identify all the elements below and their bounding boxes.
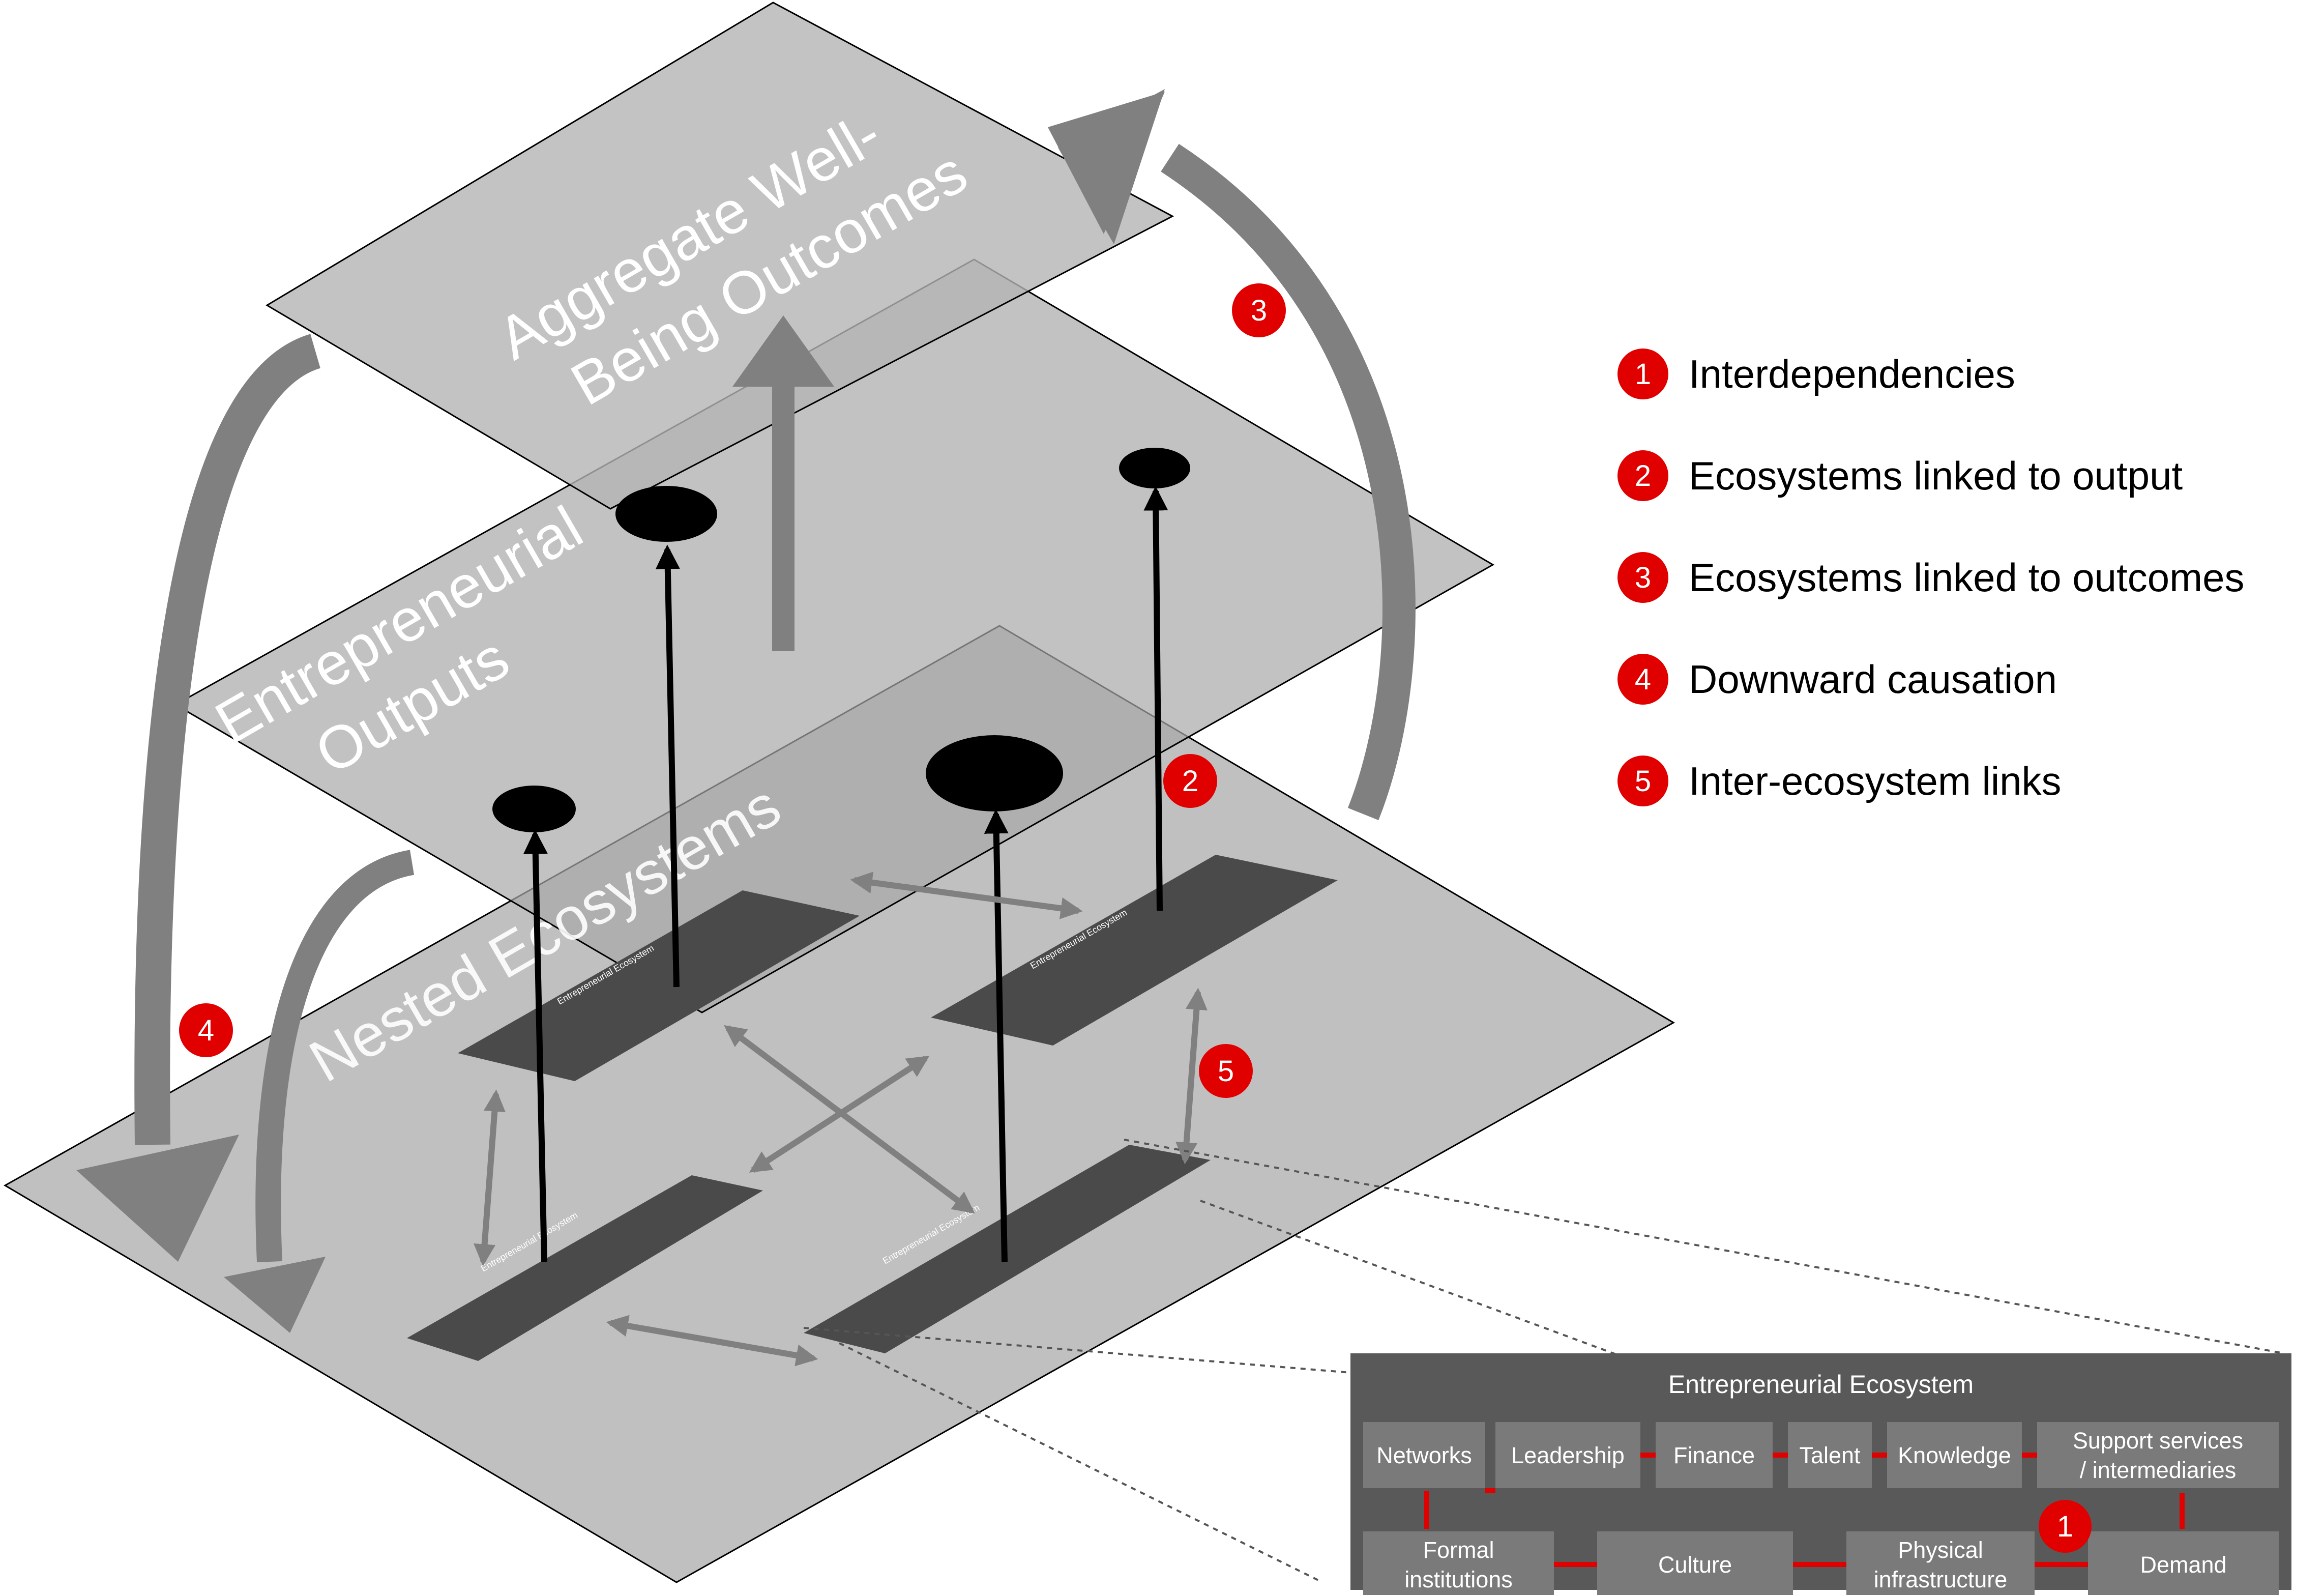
legend-label-5: Inter-ecosystem links bbox=[1689, 759, 2062, 803]
legend-item-1: 1 Interdependencies bbox=[1617, 349, 2015, 399]
svg-text:3: 3 bbox=[1251, 294, 1267, 327]
svg-text:1: 1 bbox=[2057, 1510, 2073, 1543]
inset-row1-cell-4: Talent bbox=[1788, 1422, 1872, 1488]
legend-label-4: Downward causation bbox=[1689, 657, 2057, 702]
zoom-lines bbox=[803, 1139, 2284, 1583]
inset-row2-cell-label: Demand bbox=[2140, 1552, 2226, 1578]
inset-row1-cell-2: Leadership bbox=[1495, 1422, 1640, 1488]
inset-row2-cell-4: Demand bbox=[2088, 1531, 2279, 1595]
inter-ecosystem-links bbox=[474, 872, 1208, 1367]
inset-row2-cell-label: Physical bbox=[1898, 1537, 1983, 1563]
inset-row2-cell-2: Culture bbox=[1597, 1531, 1793, 1595]
inset-row2-cell-label: institutions bbox=[1404, 1567, 1513, 1592]
badge-3: 3 bbox=[1232, 283, 1286, 337]
svg-text:4: 4 bbox=[198, 1014, 214, 1047]
svg-text:3: 3 bbox=[1635, 561, 1651, 594]
svg-text:2: 2 bbox=[1635, 459, 1651, 492]
inset-row2-cell-label: infrastructure bbox=[1874, 1567, 2008, 1592]
inset-row1: Networks Leadership Finance Talent Knowledge… bbox=[1363, 1422, 2279, 1488]
inset-row1-cell-label: Talent bbox=[1799, 1442, 1861, 1468]
badge-4: 4 bbox=[179, 1003, 233, 1057]
svg-text:4: 4 bbox=[1635, 663, 1651, 696]
ecosystem-inset: Entrepreneurial Ecosystem Networks Leader… bbox=[1350, 1353, 2291, 1595]
legend-item-2: 2 Ecosystems linked to output bbox=[1617, 450, 2183, 501]
svg-text:2: 2 bbox=[1182, 765, 1198, 798]
legend-label-1: Interdependencies bbox=[1689, 352, 2015, 396]
plane-aggregate-outcomes bbox=[266, 2, 1174, 510]
downward-arrows bbox=[76, 89, 1416, 1333]
svg-text:5: 5 bbox=[1218, 1055, 1234, 1088]
badge-2: 2 bbox=[1163, 754, 1217, 808]
output-ellipse-4 bbox=[926, 735, 1063, 811]
inset-row2: Formal institutions Culture Physical infrast… bbox=[1363, 1531, 2279, 1595]
svg-text:5: 5 bbox=[1635, 765, 1651, 798]
inset-row2-cell-label: Culture bbox=[1658, 1552, 1732, 1578]
inset-row2-cell-label: Formal bbox=[1423, 1537, 1494, 1563]
inset-row2-cell-3: Physical infrastructure bbox=[1846, 1531, 2035, 1595]
inset-row1-cell-3: Finance bbox=[1656, 1422, 1773, 1488]
badge-5: 5 bbox=[1199, 1044, 1253, 1098]
inset-row1-cell-label: Finance bbox=[1673, 1442, 1755, 1468]
output-ellipse-2 bbox=[1119, 448, 1190, 488]
inset-row1-cell-label: Leadership bbox=[1511, 1442, 1625, 1468]
legend: 1 Interdependencies 2 Ecosystems linked … bbox=[1617, 349, 2244, 806]
legend-label-3: Ecosystems linked to outcomes bbox=[1689, 555, 2244, 600]
inset-badge-1: 1 bbox=[2039, 1500, 2092, 1553]
output-ellipse-1 bbox=[615, 486, 717, 542]
inset-row1-cell-1: Networks bbox=[1363, 1422, 1485, 1488]
inset-row1-cell-label: / intermediaries bbox=[2080, 1457, 2237, 1483]
inset-row1-cell-label: Support services bbox=[2073, 1428, 2243, 1454]
legend-item-5: 5 Inter-ecosystem links bbox=[1617, 756, 2062, 806]
inset-row1-cell-6: Support services / intermediaries bbox=[2037, 1422, 2279, 1488]
legend-label-2: Ecosystems linked to output bbox=[1689, 453, 2183, 498]
inset-title: Entrepreneurial Ecosystem bbox=[1668, 1370, 1974, 1399]
legend-item-4: 4 Downward causation bbox=[1617, 654, 2057, 705]
svg-text:1: 1 bbox=[1635, 358, 1651, 391]
inset-links bbox=[1424, 1453, 2185, 1567]
inset-row1-cell-label: Knowledge bbox=[1898, 1442, 2011, 1468]
legend-item-3: 3 Ecosystems linked to outcomes bbox=[1617, 552, 2244, 603]
output-ellipse-3 bbox=[492, 786, 576, 832]
inset-row1-cell-5: Knowledge bbox=[1887, 1422, 2022, 1488]
inset-row2-cell-1: Formal institutions bbox=[1363, 1531, 1554, 1595]
inset-row1-cell-label: Networks bbox=[1376, 1442, 1472, 1468]
